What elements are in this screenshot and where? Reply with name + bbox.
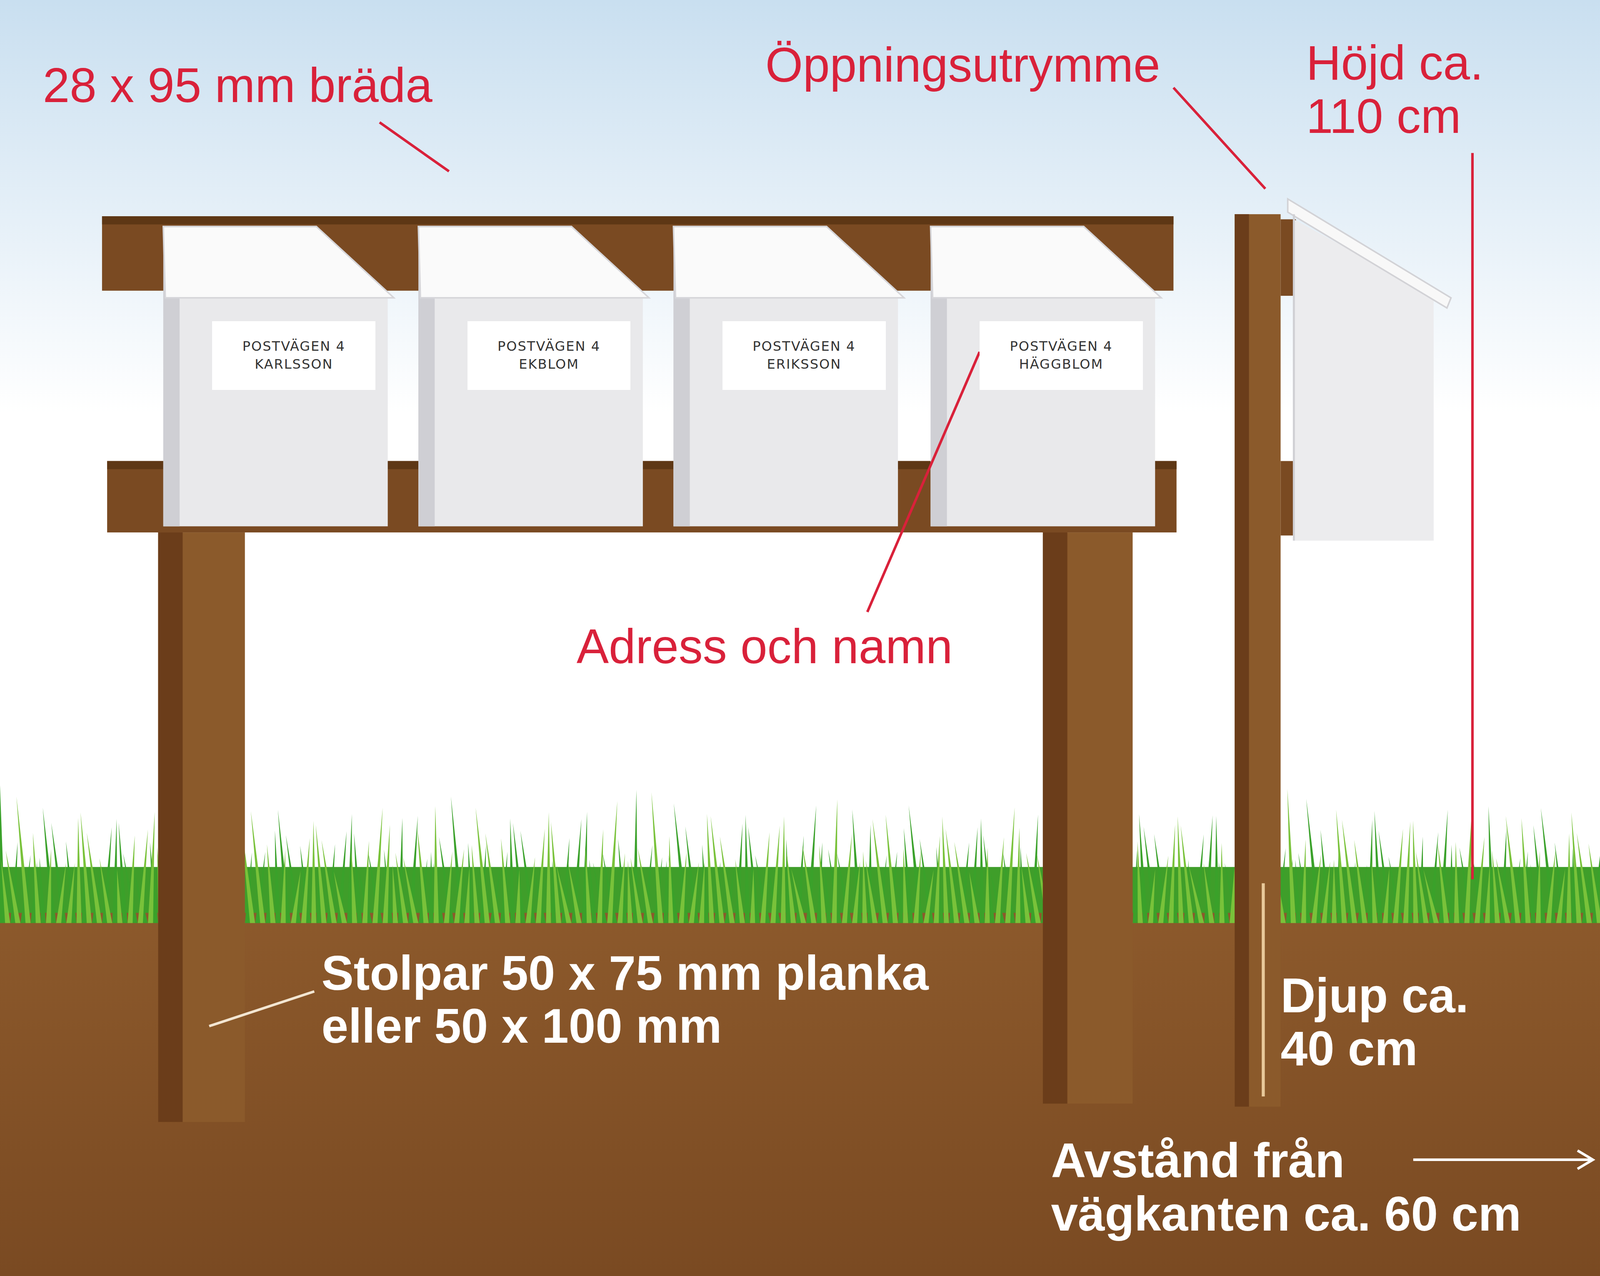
address-name: POSTVÄGEN 4 EKBLOM: [471, 337, 627, 374]
name-plate: POSTVÄGEN 4 EKBLOM: [467, 321, 631, 390]
mailboxes: [163, 226, 1162, 527]
distance-arrow: [1413, 1150, 1593, 1170]
leader-lines: [379, 87, 1473, 880]
dimension-label: Stolpar 50 x 75 mm planka eller 50 x 100…: [321, 947, 988, 1054]
leader-line: [209, 991, 315, 1027]
frame: [102, 216, 1177, 1123]
name-plate: POSTVÄGEN 4 HÄGGBLOM: [979, 321, 1143, 390]
address-name: POSTVÄGEN 4 ERIKSSON: [726, 337, 882, 374]
dimension-label: Höjd ca. 110 cm: [1306, 36, 1498, 143]
callout-label: Öppningsutrymme: [765, 38, 1161, 93]
name-plate: POSTVÄGEN 4 KARLSSON: [212, 321, 376, 390]
dimension-label: Avstånd från vägkanten ca. 60 cm: [1050, 1134, 1551, 1241]
dimension-label: 28 x 95 mm bräda: [42, 59, 433, 113]
callout-label: Adress och namn: [576, 620, 953, 674]
name-plate: POSTVÄGEN 4 ERIKSSON: [722, 321, 886, 390]
depth-line: [1261, 883, 1265, 1097]
address-name: POSTVÄGEN 4 HÄGGBLOM: [983, 337, 1139, 374]
dimension-label: Djup ca. 40 cm: [1280, 969, 1506, 1076]
address-name: POSTVÄGEN 4 KARLSSON: [216, 337, 372, 374]
